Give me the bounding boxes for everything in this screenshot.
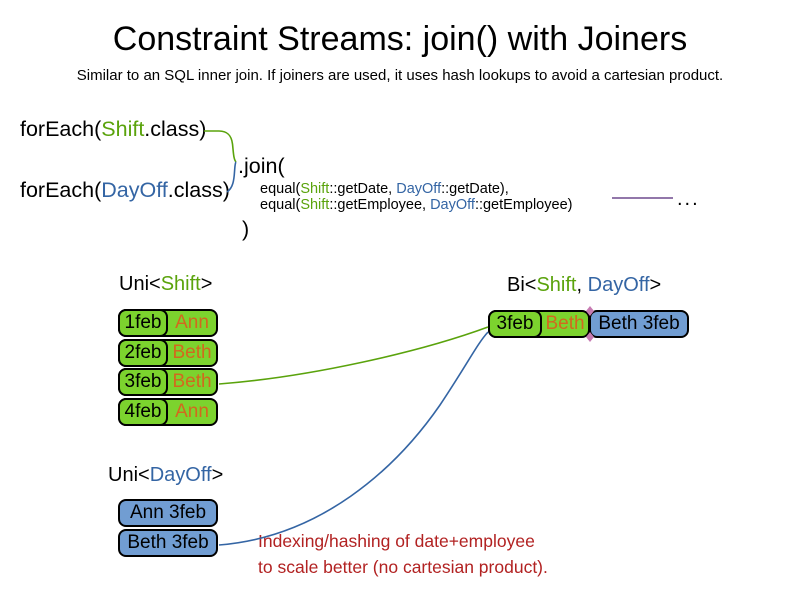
- code-foreach-shift: forEach(Shift.class): [20, 117, 206, 142]
- table-row: Beth 3feb: [118, 529, 218, 557]
- header-text: >: [211, 464, 224, 486]
- dayoff-class-token: DayOff: [149, 464, 212, 486]
- code-text: forEach(: [20, 178, 102, 202]
- employee-cell: Beth: [172, 371, 212, 392]
- date-cell: 2feb: [118, 338, 168, 367]
- date-cell: 4feb: [118, 397, 168, 426]
- employee-cell: Beth: [172, 341, 212, 363]
- shift-class-token: Shift: [536, 274, 577, 296]
- code-text: equal(: [260, 197, 301, 213]
- note-line-2: to scale better (no cartesian product).: [258, 557, 548, 577]
- ellipsis-text: ...: [677, 188, 700, 210]
- bi-shift-cell: 3feb Beth: [488, 310, 590, 338]
- brace-shift-to-join-line: [204, 130, 237, 163]
- code-text: .class): [167, 178, 230, 202]
- dayoff-class-token: DayOff: [101, 178, 168, 202]
- code-text: ::getDate,: [329, 181, 397, 197]
- table-row: 3feb Beth: [118, 368, 218, 396]
- uni-shift-header: Uni<Shift>: [119, 273, 212, 296]
- code-join-open: .join(: [238, 154, 285, 178]
- shift-class-token: Shift: [101, 117, 145, 141]
- bi-dayoff-cell: Beth 3feb: [589, 310, 689, 338]
- code-text: equal(: [260, 181, 301, 197]
- code-text: forEach(: [20, 117, 102, 141]
- uni-shift-table: 1feb Ann 2feb Beth 3feb Beth 4feb Ann: [118, 309, 218, 426]
- header-text: >: [200, 273, 213, 295]
- code-text: ::getEmployee): [474, 197, 573, 213]
- code-text: ::getEmployee,: [329, 197, 431, 213]
- code-text: .class): [144, 117, 207, 141]
- bi-header: Bi<Shift, DayOff>: [507, 274, 661, 297]
- connector-shift-to-bi-line: [218, 326, 489, 385]
- code-join-close: ): [242, 217, 250, 241]
- header-text: Uni<: [119, 273, 161, 295]
- uni-dayoff-table: Ann 3feb Beth 3feb: [118, 499, 218, 557]
- date-cell: 3feb: [118, 368, 168, 396]
- employee-cell: Ann: [175, 312, 209, 333]
- bi-table-row: 3feb Beth Beth 3feb: [488, 310, 689, 338]
- table-row: 2feb Beth: [118, 338, 218, 367]
- dayoff-cell: Ann 3feb: [129, 502, 207, 523]
- table-row: 4feb Ann: [118, 397, 218, 426]
- code-joiner-employee: equal(Shift::getEmployee, DayOff::getEmp…: [260, 197, 572, 213]
- date-cell: 1feb: [118, 309, 168, 337]
- table-row: 1feb Ann: [118, 309, 218, 337]
- shift-class-token: Shift: [300, 197, 330, 213]
- dayoff-cell: Beth 3feb: [127, 532, 209, 553]
- note-line-1: Indexing/hashing of date+employee: [258, 531, 535, 551]
- header-text: Uni<: [108, 464, 150, 486]
- dayoff-class-token: DayOff: [430, 197, 475, 213]
- uni-dayoff-header: Uni<DayOff>: [108, 464, 223, 487]
- code-text: ::getDate),: [441, 181, 509, 197]
- employee-cell: Beth: [545, 313, 585, 334]
- shift-class-token: Shift: [160, 273, 201, 295]
- dayoff-class-token: DayOff: [396, 181, 442, 197]
- header-text: Bi<: [507, 274, 537, 296]
- code-joiner-date: equal(Shift::getDate, DayOff::getDate),: [260, 181, 509, 197]
- page-title: Constraint Streams: join() with Joiners: [112, 20, 688, 58]
- code-foreach-dayoff: forEach(DayOff.class): [20, 178, 230, 203]
- shift-class-token: Shift: [300, 181, 330, 197]
- note-text: Indexing/hashing of date+employee to sca…: [258, 528, 548, 580]
- connector-dayoff-to-bi-line: [218, 331, 489, 546]
- dayoff-class-token: DayOff: [587, 274, 650, 296]
- employee-cell: Ann: [175, 400, 209, 422]
- table-row: Ann 3feb: [118, 499, 218, 527]
- header-text: >: [649, 274, 662, 296]
- page-subtitle: Similar to an SQL inner join. If joiners…: [76, 67, 724, 84]
- date-cell: 3feb: [488, 310, 542, 338]
- header-text: ,: [576, 274, 588, 296]
